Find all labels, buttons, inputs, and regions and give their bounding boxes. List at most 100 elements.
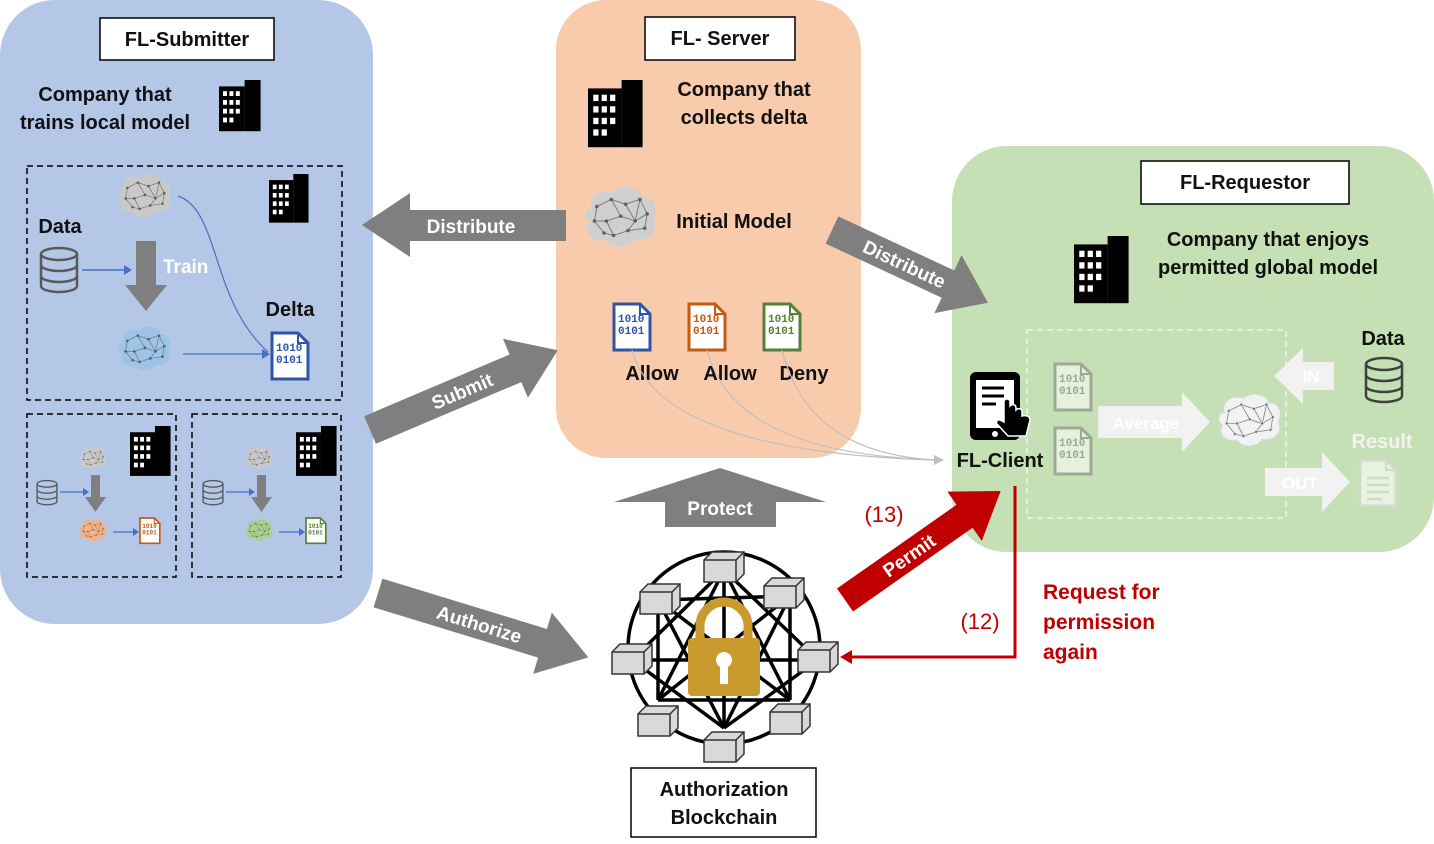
- train-arrow-small: [85, 475, 106, 512]
- out-arrow: [1265, 452, 1350, 512]
- request-line-1: Request for: [1043, 581, 1160, 604]
- submitter-mini-box-1: [26, 413, 177, 578]
- document-icon: [1358, 458, 1398, 508]
- initial-to-delta-curve: [177, 195, 269, 353]
- blockchain-label-line2: Blockchain: [671, 807, 778, 829]
- svg-text:0101: 0101: [142, 530, 157, 537]
- tablet-touch-icon: [970, 372, 1031, 440]
- arrowhead: [262, 349, 270, 359]
- svg-text:1010: 1010: [276, 343, 302, 355]
- binary-file-icon: 1010 0101: [612, 302, 652, 352]
- svg-text:1010: 1010: [308, 523, 323, 530]
- blockchain-node-icon: [637, 705, 679, 737]
- building-icon: [588, 80, 643, 148]
- fl-client-label: FL-Client: [957, 450, 1044, 472]
- arrowhead: [133, 528, 139, 536]
- protect-label: Protect: [687, 499, 753, 520]
- submitter-company-line1: Company that: [38, 84, 172, 106]
- svg-text:1010: 1010: [618, 314, 644, 326]
- requestor-company-line2: permitted global model: [1158, 257, 1378, 279]
- svg-text:1010: 1010: [1059, 438, 1085, 450]
- submit-arrow: Submit: [364, 338, 558, 444]
- allow-label-2: Allow: [703, 363, 757, 385]
- training-box: [26, 165, 343, 401]
- allow-label-1: Allow: [625, 363, 679, 385]
- svg-text:1010: 1010: [142, 523, 157, 530]
- blockchain-node-icon: [769, 703, 811, 735]
- request-line-3: again: [1043, 641, 1098, 664]
- server-company-line1: Company that: [677, 79, 811, 101]
- arrowhead: [249, 488, 255, 496]
- request-permission-line: [850, 486, 1017, 659]
- delta-label: Delta: [266, 299, 316, 321]
- arrowhead: [124, 265, 132, 275]
- out-label: OUT: [1282, 474, 1319, 493]
- building-icon: [269, 174, 309, 223]
- binary-file-icon: 1010 0101: [305, 517, 327, 545]
- blockchain-node-icon: [703, 731, 745, 763]
- in-label: IN: [1303, 367, 1320, 386]
- building-icon: [219, 80, 261, 132]
- building-icon: [1074, 236, 1129, 304]
- requestor-title: FL-Requestor: [1180, 172, 1310, 194]
- building-icon: [130, 426, 171, 476]
- padlock-icon: [688, 597, 760, 696]
- svg-text:0101: 0101: [308, 530, 323, 537]
- binary-file-icon: 1010 0101: [1053, 426, 1093, 476]
- initial-model-label: Initial Model: [676, 211, 792, 233]
- svg-text:1010: 1010: [1059, 374, 1085, 386]
- requestor-title-box: [1140, 160, 1350, 205]
- blockchain-node-icon: [611, 643, 653, 675]
- svg-text:0101: 0101: [618, 326, 645, 338]
- submitter-company-line2: trains local model: [20, 112, 190, 134]
- blockchain-node-icon: [639, 583, 681, 615]
- requestor-data-label: Data: [1361, 328, 1405, 350]
- svg-text:1010: 1010: [768, 314, 794, 326]
- train-arrow: [125, 241, 167, 311]
- submitter-title-box: [99, 17, 275, 61]
- blockchain-node-icon: [763, 577, 805, 609]
- requestor-company-line1: Company that enjoys: [1167, 229, 1369, 251]
- binary-file-icon: 1010 0101: [762, 302, 802, 352]
- building-icon: [296, 426, 337, 476]
- svg-text:0101: 0101: [693, 326, 720, 338]
- blockchain-label-box: [630, 767, 817, 838]
- blockchain-network: [611, 550, 839, 763]
- arrowhead: [934, 455, 944, 465]
- arrowhead: [299, 528, 305, 536]
- request-line-2: permission: [1043, 611, 1155, 634]
- binary-file-icon: 1010 0101: [270, 331, 310, 381]
- blockchain-node-icon: [797, 641, 839, 673]
- step-13-label: (13): [864, 502, 903, 527]
- arrowhead: [840, 650, 852, 664]
- blockchain-label-line1: Authorization: [660, 779, 789, 801]
- server-title: FL- Server: [671, 28, 770, 50]
- distribute-left-arrow: [362, 193, 566, 257]
- result-label: Result: [1351, 431, 1412, 453]
- train-arrow-small: [251, 475, 272, 512]
- binary-file-icon: 1010 0101: [1053, 362, 1093, 412]
- average-arrow: [1098, 392, 1210, 452]
- authorize-arrow: Authorize: [373, 578, 589, 674]
- svg-text:0101: 0101: [276, 355, 303, 367]
- binary-file-icon: 1010 0101: [139, 517, 161, 545]
- protect-arrow: [614, 468, 826, 527]
- svg-text:0101: 0101: [768, 326, 795, 338]
- submitter-data-label: Data: [38, 216, 82, 238]
- step-12-label: (12): [960, 609, 999, 634]
- permission-curves: [631, 349, 936, 461]
- svg-text:0101: 0101: [1059, 386, 1086, 398]
- submitter-mini-box-2: [191, 413, 342, 578]
- average-label: Average: [1113, 414, 1179, 433]
- blockchain-node-icon: [703, 551, 745, 583]
- in-arrow: [1274, 348, 1334, 404]
- binary-file-icon: 1010 0101: [687, 302, 727, 352]
- svg-text:0101: 0101: [1059, 450, 1086, 462]
- svg-text:1010: 1010: [693, 314, 719, 326]
- train-label: Train: [163, 257, 208, 278]
- arrowhead: [83, 488, 89, 496]
- distribute-left-label: Distribute: [427, 217, 516, 238]
- submitter-title: FL-Submitter: [125, 29, 250, 51]
- server-company-line2: collects delta: [681, 107, 809, 129]
